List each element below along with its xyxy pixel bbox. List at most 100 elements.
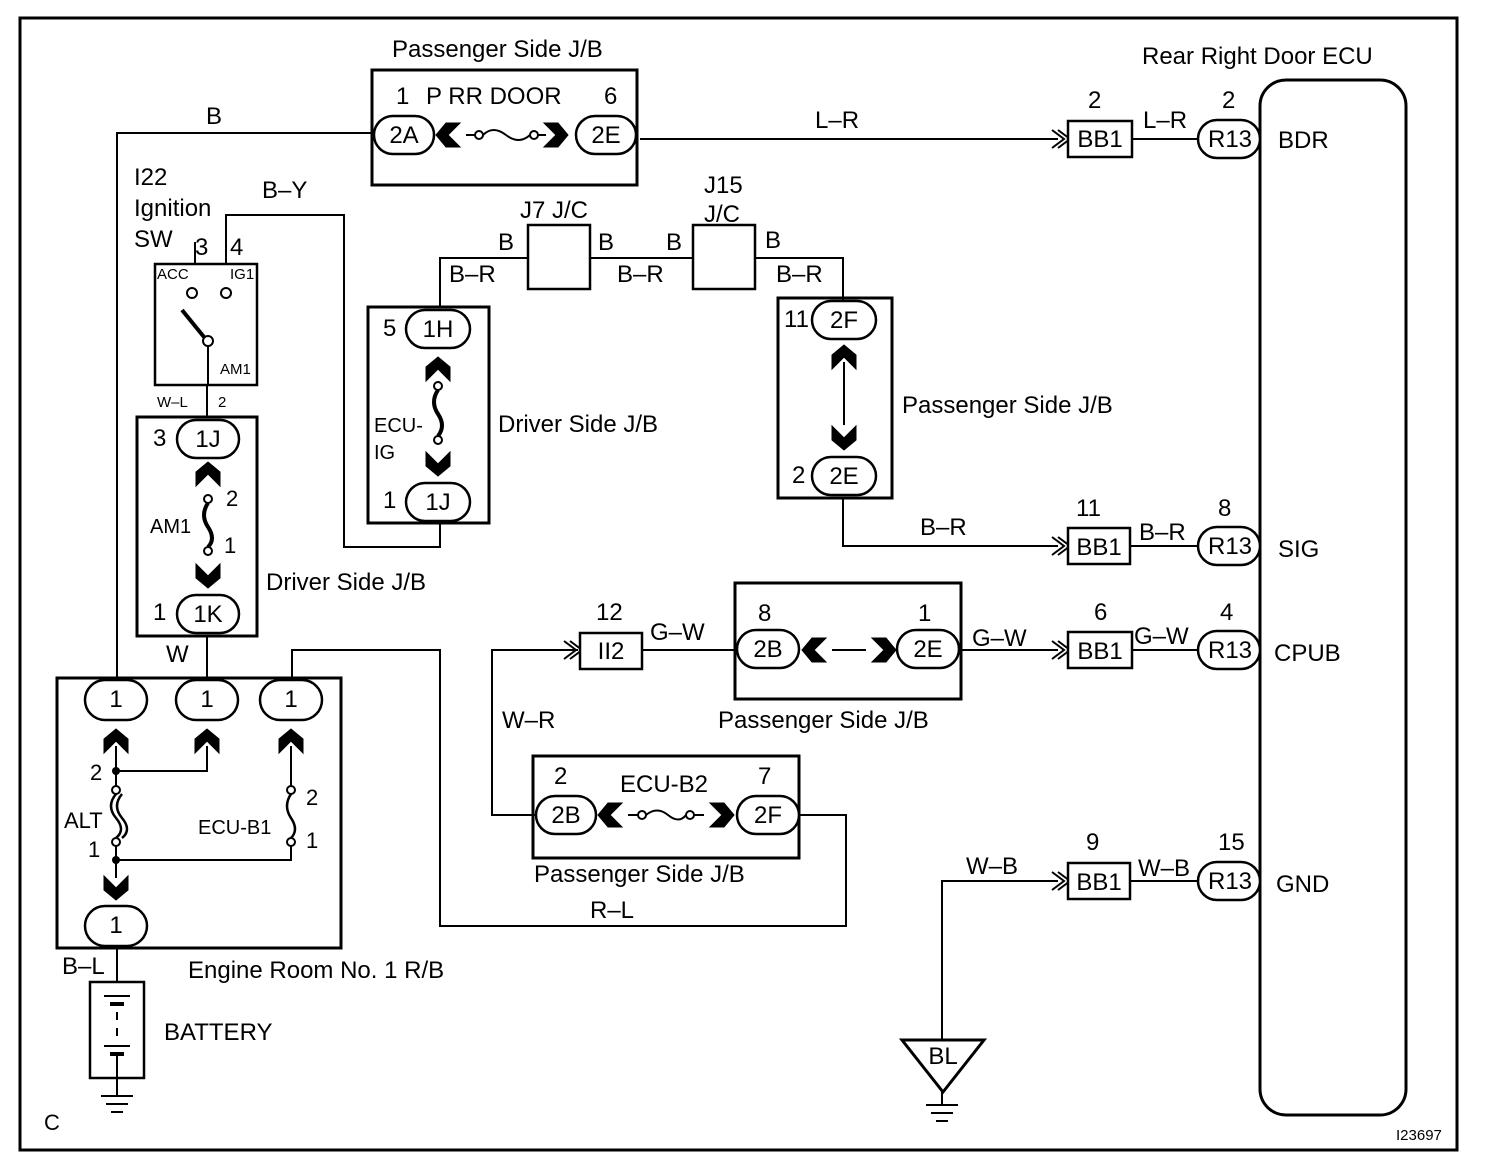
fuse-terminal-icon (637, 810, 647, 820)
ign-sw-label-1: I22 (134, 164, 167, 191)
r13-connector (1196, 525, 1262, 567)
connector-1j-ecu-ig-label: 1J (425, 489, 450, 516)
engine-conn-1b (174, 678, 240, 722)
switch-lever-icon (180, 308, 206, 339)
passenger-jb-right-pin-top: 11 (784, 306, 809, 333)
connector-chevron-icon (425, 451, 451, 477)
passenger-jb-ecu-b2-title: Passenger Side J/B (534, 861, 745, 888)
connector-1j-label: 1J (195, 426, 220, 453)
connector-chevron-icon (195, 461, 221, 487)
ecu-b1-pin-1: 1 (306, 828, 318, 853)
j15-junction (691, 223, 757, 291)
ign-sw-box (153, 262, 259, 387)
passenger-jb-ecu-b2-fuse: ECU-B2 (620, 771, 708, 798)
connector-1h (404, 308, 472, 350)
fuse-terminal-icon (203, 546, 213, 556)
driver-jb-ecu-ig-pin-top: 5 (383, 315, 396, 342)
fuse-terminal-icon (433, 435, 443, 445)
passenger-jb-mid: 8 1 2B 2E Passenger Side J/B (718, 581, 963, 734)
driver-jb-am1-title: Driver Side J/B (266, 569, 426, 596)
connector-chevron-icon (597, 802, 623, 828)
wire-b-r-1: B–R (449, 261, 496, 288)
bb1-connector (1066, 526, 1132, 566)
ecu-title: Rear Right Door ECU (1142, 43, 1373, 70)
connector-2f-ecu-b2 (735, 794, 801, 836)
wire-l-r-ecu: L–R (1143, 107, 1187, 134)
bb1-label: BB1 (1077, 638, 1122, 665)
r13-label: R13 (1208, 126, 1252, 153)
ign-sw-label-3: SW (134, 226, 173, 253)
page-letter: C (44, 1110, 60, 1135)
ign-sw-pin-ig1: 4 (230, 234, 243, 261)
ign-sw-pos-ig1: IG1 (230, 266, 254, 283)
engine-room-rb-box (55, 676, 343, 950)
wire-b-top: B (206, 103, 222, 130)
passenger-jb-right-pin-bottom: 2 (792, 462, 805, 489)
connector-2b-mid-label: 2B (753, 636, 782, 663)
passenger-jb-top-fuse: P RR DOOR (426, 83, 562, 110)
wire-g-w-3: G–W (1134, 623, 1189, 650)
driver-jb-ecu-ig-box (366, 305, 491, 525)
passenger-jb-ecu-b2-pin-right: 7 (758, 763, 771, 790)
wire-b-r-3: B–R (776, 261, 823, 288)
bb1-connector (1066, 119, 1134, 159)
fusible-link-icon (109, 793, 129, 839)
bb1-label: BB1 (1077, 126, 1122, 153)
engine-conn-1c-label: 1 (284, 686, 297, 713)
j15-label-2: J/C (704, 201, 740, 228)
passenger-jb-right: 11 2F 2 2E Passenger Side J/B (776, 296, 1113, 500)
passenger-jb-top: Passenger Side J/B 1 P RR DOOR 6 2A 2E (370, 36, 639, 187)
ecu-terminal-bdr: BDR (1278, 127, 1329, 154)
switch-contact-icon (202, 335, 214, 347)
connector-chevron-icon (871, 637, 897, 663)
r13-pin: 8 (1218, 495, 1231, 522)
bb1-label: BB1 (1076, 534, 1121, 561)
ground-icon (926, 1104, 958, 1122)
ign-sw-pin-am1: 2 (218, 394, 226, 411)
connector-2e-right-label: 2E (829, 463, 858, 490)
r13-connector (1196, 629, 1262, 671)
passenger-jb-mid-box (733, 581, 963, 701)
connector-2b-ecu-b2-label: 2B (551, 802, 580, 829)
switch-contact-icon (186, 287, 198, 299)
wire-w-r: W–R (502, 707, 555, 734)
wire-w-l: W–L (157, 394, 188, 411)
passenger-jb-top-box (370, 68, 639, 187)
connector-2b-mid (735, 628, 801, 670)
rear-right-door-ecu: Rear Right Door ECU BDR SIG CPUB GND (1142, 43, 1408, 1117)
driver-jb-ecu-ig-title: Driver Side J/B (498, 411, 658, 438)
ecu-terminal-gnd: GND (1276, 871, 1329, 898)
driver-jb-ecu-ig-fuse-2: IG (374, 442, 395, 464)
wire-b-j7-left: B (498, 229, 514, 256)
bb1-pin: 2 (1088, 87, 1101, 114)
wire-b-l: B–L (62, 953, 105, 980)
j15-label-1: J15 (704, 172, 743, 199)
switch-contact-icon (220, 287, 232, 299)
j7-junction (526, 223, 592, 291)
wire-l-r-main: L–R (815, 107, 859, 134)
passenger-jb-top-title: Passenger Side J/B (392, 36, 603, 63)
fuse-terminal-icon (111, 837, 121, 847)
fuse-terminal-icon (111, 785, 121, 795)
wire-w-b-1: W–B (966, 853, 1018, 880)
fuse-terminal-icon (474, 130, 484, 140)
ign-sw-pos-am1: AM1 (220, 361, 251, 378)
r13-pin: 15 (1218, 829, 1245, 856)
ground-icon (101, 1095, 133, 1113)
connector-1j-ecu-ig (404, 481, 472, 523)
connector-2e-mid-label: 2E (913, 636, 942, 663)
bb1-pin: 6 (1094, 599, 1107, 626)
wire-b-j7-right: B (598, 229, 614, 256)
r13-connector (1196, 860, 1262, 902)
battery-label: BATTERY (164, 1019, 272, 1046)
fuse-icon (482, 129, 531, 141)
driver-jb-ecu-ig-pin-bottom: 1 (383, 487, 396, 514)
wire-b-j15-left: B (666, 229, 682, 256)
fuse-icon (202, 501, 214, 549)
engine-fuse-ecu-b1: ECU-B1 (198, 817, 271, 839)
engine-fuse-alt: ALT (64, 808, 103, 833)
connector-2a-label: 2A (389, 122, 418, 149)
engine-conn-1c (258, 678, 324, 722)
battery: BATTERY (88, 980, 272, 1113)
